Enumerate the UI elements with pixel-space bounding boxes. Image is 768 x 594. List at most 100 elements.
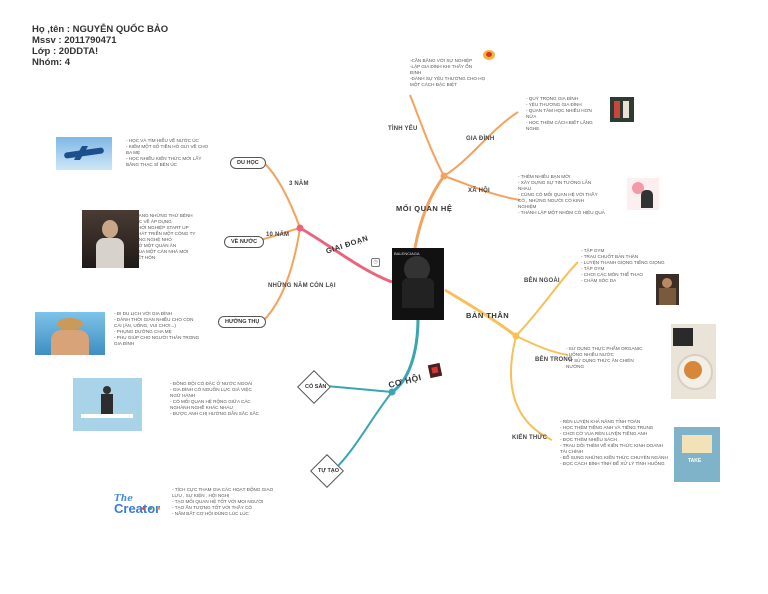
list-item: BẰNG THẠC SĨ BÊN ÚC <box>126 162 177 167</box>
list-item: NỮA <box>526 114 537 119</box>
label-xa-hoi[interactable]: XÃ HỘI <box>468 188 490 194</box>
list-item: -LẬP GIA ĐÌNH KHI THẤY ỔN <box>410 64 473 69</box>
list-item: - HỌC THÊM TIẾNG ANH VÀ TIẾNG TRUNG <box>560 425 654 430</box>
list-item: NGHE <box>526 126 540 131</box>
list-item: - THÊM NHIỀU BẠN MỚI <box>518 174 571 179</box>
box-du-hoc[interactable]: DU HỌC <box>230 157 266 169</box>
list-du-hoc: - HỌC VÀ TÌM HIỂU VỀ NƯỚC ÚC- KIẾM MỘT S… <box>126 138 208 168</box>
list-item: - THÀNH LẬP MỘT NHÓM CÓ HIỆU QUẢ <box>518 210 605 215</box>
central-image[interactable]: BALENCIAGA <box>392 248 444 320</box>
the-creator-logo: The Creator <box>114 494 160 516</box>
list-ben-ngoai: - TẬP GYM - TRAU CHUỐT BẢN THÂN- LUYỆN TH… <box>581 248 665 284</box>
list-item: LƯU , SỰ KIỆN , HỘI NGHỊ <box>172 493 230 498</box>
list-item: BA MẸ <box>126 150 141 155</box>
list-item: NGỮ HÀNH <box>170 393 196 398</box>
list-item: - LUYỆN THANH GIỌNG TIẾNG GIỌNG <box>581 260 665 265</box>
branch-ban-than[interactable]: BẢN THÂN <box>466 311 510 320</box>
list-item: - MUA MỘT CĂN NHÀ MỚI <box>132 249 189 254</box>
label-tu-tao: TỰ TẠO <box>318 468 340 474</box>
list-item: - TRAU CHUỐT BẢN THÂN <box>581 254 639 259</box>
list-item: - HỌC NHIỀU KIẾN THỨC MỚI LẤY <box>126 156 202 161</box>
businessman-image <box>73 378 142 431</box>
list-item: - MỞ MỘT QUÁN ĂN <box>132 243 177 248</box>
list-item: - ĐƯỢC ANH CHỊ HƯỚNG DẪN SẮC SẮC <box>170 411 259 416</box>
take-books-image: TAKE <box>674 427 720 482</box>
portrait-image <box>82 210 139 268</box>
list-item: - CHƠI CÁC MÔN THỂ THAO <box>581 272 643 277</box>
student-name: Họ ,tên : NGUYỄN QUỐC BẢO <box>32 24 169 35</box>
list-item: - NẮM BẮT CƠ HỘI ĐÚNG LÚC LÚC <box>172 511 249 516</box>
list-item: - TÍCH CỰC THAM GIA CÁC HOẠT ĐỘNG GIAO <box>172 487 274 492</box>
list-item: CÔNG NGHỆ NHỎ <box>132 237 172 242</box>
list-item: ĐỊNH <box>410 70 422 75</box>
list-gia-dinh: - QUÝ TRỌNG GIA ĐÌNH- YÊU THƯƠNG GIA ĐÌN… <box>526 96 593 132</box>
student-mssv: Mssv : 2011790471 <box>32 35 117 46</box>
list-tu-tao: - TÍCH CỰC THAM GIA CÁC HOẠT ĐỘNG GIAO L… <box>172 487 273 517</box>
list-item: - PHÁT TRIỂN MỘT CÔNG TY <box>132 231 196 236</box>
list-item: - XÂY DỰNG SỰ TIN TƯỞNG LẪN <box>518 180 592 185</box>
list-item: - MANG NHỮNG THỨ BÊNH <box>132 213 193 218</box>
list-item: - DÀNH THỜI GIAN NHIỀU CHO CON <box>114 317 194 322</box>
list-item: -DÀNH SỰ YÊU THƯƠNG CHO HỌ <box>410 76 486 81</box>
label-3-nam[interactable]: 3 NĂM <box>289 181 309 187</box>
logo-line2: Creator <box>114 501 161 516</box>
list-item: - TẬP GYM <box>581 266 605 271</box>
list-item: - TẠO ẤN TƯỢNG TỐT VỚI THẦY CÔ <box>172 505 252 510</box>
list-ve-nuoc: - MANG NHỮNG THỨ BÊNH HỌC VỀ ÁP DỤNG- KH… <box>132 213 195 261</box>
label-gia-dinh[interactable]: GIA ĐÌNH <box>466 136 495 142</box>
branch-moi-quan-he[interactable]: MỐI QUAN HỆ <box>396 204 453 213</box>
family-image <box>610 97 634 122</box>
central-image-text: BALENCIAGA <box>394 251 420 256</box>
list-item: - PHỤ GIÚP CHO NGƯỜI THÂN TRONG <box>114 335 200 340</box>
list-item: HỌC VỀ ÁP DỤNG <box>132 219 172 224</box>
list-kien-thuc: - RÈN LUYỆN KHẢ NĂNG TỈNH TOÁN- HỌC THÊM… <box>560 419 668 467</box>
list-item: - RÈN LUYỆN KHẢ NĂNG TỈNH TOÁN <box>560 419 641 424</box>
list-item: TÀI CHÍNH <box>560 449 583 454</box>
food-image <box>671 324 716 399</box>
list-item: - BỔ SUNG NHỮNG KIẾN THỨC CHUYÊN NGÀNH <box>560 455 668 460</box>
list-item: - SỬ DỤNG THỰC PHẨM ORGANIC <box>566 346 643 351</box>
box-huong-thu[interactable]: HƯỞNG THỤ <box>218 316 267 328</box>
list-item: - UỐNG NHIỀU NƯỚC <box>566 352 614 357</box>
list-huong-thu: - ĐI DU LỊCH VỚI GIA ĐÌNH- DÀNH THỜI GIA… <box>114 311 199 347</box>
list-item: MỘT CÁCH ĐẶC BIỆT <box>410 82 457 87</box>
student-group: Nhóm: 4 <box>32 57 70 68</box>
list-item: - ĐỒNG ĐỘI CÓ ĐẶC Ở NƯỚC NGOÀI <box>170 381 253 386</box>
label-ben-ngoai[interactable]: BÊN NGOÀI <box>524 278 560 284</box>
label-tinh-yeu[interactable]: TÌNH YÊU <box>388 126 418 132</box>
list-item: NGHIỆM <box>518 204 537 209</box>
list-item: NƯỚNG <box>566 364 585 369</box>
list-item: - ĐỌC THÊM NHIỀU SÁCH <box>560 437 617 442</box>
list-item: - TRAU DỒI THÊM VỀ KIẾN THỨC KINH DOANH <box>560 443 663 448</box>
label-ben-trong[interactable]: BÊN TRONG <box>535 357 573 363</box>
logo-dots-icon <box>142 497 160 515</box>
box-ve-nuoc[interactable]: VỀ NƯỚC <box>224 236 265 248</box>
list-item: - PHỤNG DƯỠNG CHA MẸ <box>114 329 172 334</box>
beach-image <box>35 312 105 355</box>
list-item: - GIA ĐÌNH CÓ NGUỒN LỰC GIÁ VIỆC <box>170 387 252 392</box>
label-nhung-nam-con-lai[interactable]: NHỮNG NĂM CÒN LẠI <box>268 283 336 289</box>
label-kien-thuc[interactable]: KIẾN THỨC <box>512 435 548 441</box>
list-item: NGHÀNH NGHỀ KHÁC NHAU <box>170 405 233 410</box>
list-item: - ÍT SỬ DỤNG THỨC ĂN CHIÊN <box>566 358 634 363</box>
label-co-san: CÓ SẴN <box>305 384 327 390</box>
airplane-image <box>56 137 112 170</box>
list-item: - CÙNG CÓ MỐI QUAN HỆ VỚI THẦY <box>518 192 598 197</box>
list-item: - ĐI DU LỊCH VỚI GIA ĐÌNH <box>114 311 173 316</box>
list-item: CÔ , NHỮNG NGƯỜI CÓ KINH <box>518 198 584 203</box>
list-item: -CẦN BẰNG VỚI SỰ NGHIỆP <box>410 58 473 63</box>
list-item: - QUAN TÂM HỌC NHIỀU HƠN <box>526 108 592 113</box>
list-item: - HỌC VÀ TÌM HIỂU VỀ NƯỚC ÚC <box>126 138 199 143</box>
list-item: - KIẾM MỘT SỐ TIỀN HỖ GỬI VỀ CHO <box>126 144 209 149</box>
logo-line1: The <box>114 494 133 504</box>
list-item: - CHĂM SÓC DA <box>581 278 617 283</box>
list-tinh-yeu: -CẦN BẰNG VỚI SỰ NGHIỆP-LẬP GIA ĐÌNH KHI… <box>410 58 485 88</box>
co-hoi-sticker-icon <box>427 362 443 379</box>
label-10-nam[interactable]: 10 NĂM <box>266 232 290 238</box>
list-item: GIA ĐÌNH <box>114 341 135 346</box>
list-ben-trong: - SỬ DỤNG THỰC PHẨM ORGANIC- UỐNG NHIỀU … <box>566 346 642 370</box>
list-item: - YÊU THƯƠNG GIA ĐÌNH <box>526 102 582 107</box>
student-class: Lớp : 20DDTA! <box>32 46 99 57</box>
list-xa-hoi: - THÊM NHIỀU BẠN MỚI- XÂY DỰNG SỰ TIN TƯ… <box>518 174 605 216</box>
